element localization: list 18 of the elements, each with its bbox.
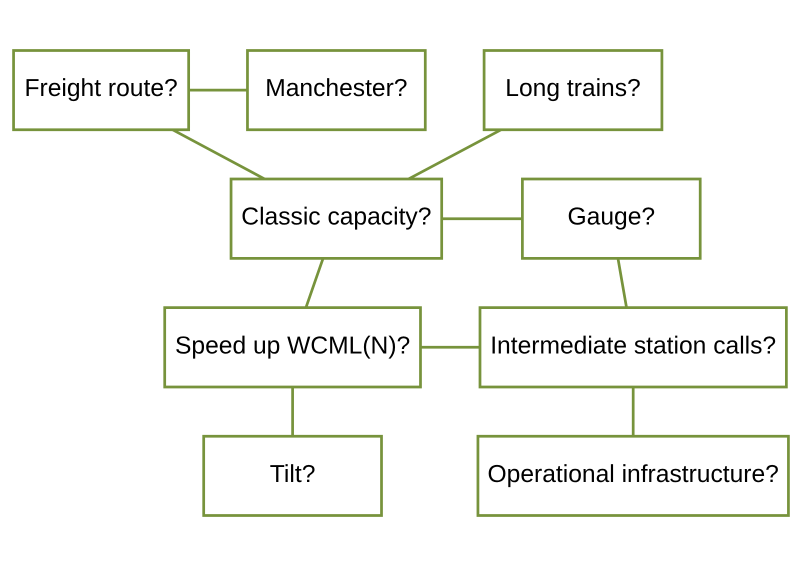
connector bbox=[188, 88, 248, 91]
connector bbox=[172, 128, 266, 180]
connector bbox=[442, 216, 522, 220]
connector bbox=[304, 258, 324, 308]
node-box: Manchester? bbox=[246, 48, 427, 131]
node-box: Classic capacity? bbox=[230, 177, 444, 260]
connector bbox=[420, 345, 480, 348]
node-box: Gauge? bbox=[521, 177, 702, 260]
node-box: Operational infrastructure? bbox=[476, 434, 790, 516]
connector bbox=[408, 128, 502, 180]
connector bbox=[632, 386, 635, 436]
node-box: Long trains? bbox=[482, 48, 664, 131]
node-box: Intermediate station calls? bbox=[478, 306, 788, 388]
connector bbox=[291, 386, 294, 436]
node-box: Speed up WCML(N)? bbox=[163, 306, 422, 388]
node-box: Tilt? bbox=[202, 434, 383, 516]
connector bbox=[616, 258, 628, 308]
node-box: Freight route? bbox=[12, 48, 190, 131]
